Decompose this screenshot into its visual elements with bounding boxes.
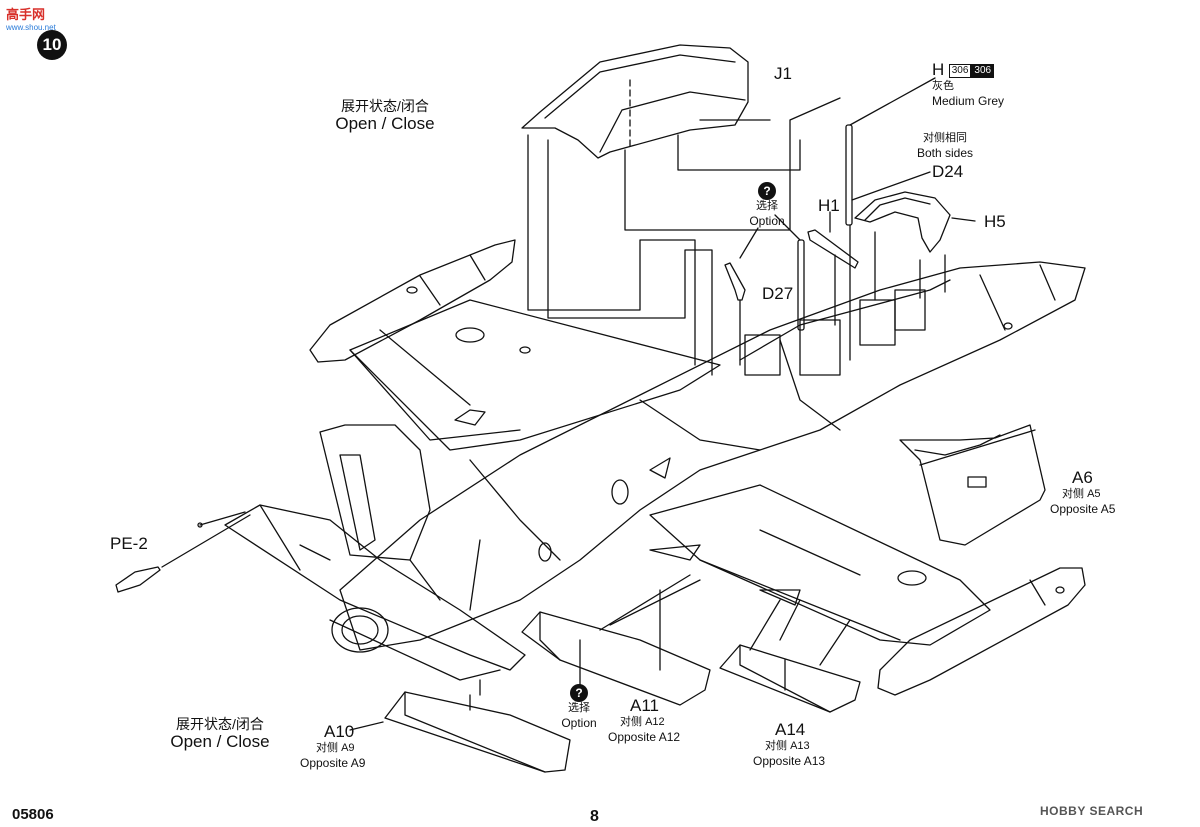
open-close-cn-top: 展开状态/闭合 [341,98,429,114]
vertical-fin [319,424,431,561]
guide-line-canopy-2 [547,139,713,376]
part-label-h: H [932,60,945,79]
opposite-cn-a10: 对侧 [316,742,338,754]
option-note-top: ? 选择 Option [745,182,789,229]
option-note-bottom: ? 选择 Option [557,684,601,731]
part-d27 [724,227,759,366]
part-h1 [807,211,859,326]
both-sides-note: 对侧相同 Both sides [905,132,985,161]
part-label-d24: D24 [932,162,964,181]
watermark-hobby-search: HOBBY SEARCH [1040,804,1144,818]
part-label-j1: J1 [774,64,792,83]
opposite-part-a13: A13 [790,740,810,752]
part-callout-a6: A6 对侧 A5 Opposite A5 [1050,468,1115,517]
watermark-logo: 高手网 www.shou.net [6,4,56,32]
paint-code-box-dark: 306 [971,63,995,78]
part-label-a10: A10 [324,722,355,741]
watermark-logo-text: 高手网 [6,7,46,22]
option-cn-bottom: 选择 [568,702,590,714]
open-close-en-bottom: Open / Close [170,732,270,751]
watermark-url: www.shou.net [6,23,56,32]
left-wing [349,299,721,451]
opposite-en-a14: Opposite A13 [753,754,826,768]
part-label-a6: A6 [1072,468,1093,487]
part-callout-a10: A10 对侧 A9 Opposite A9 [300,722,365,771]
horizontal-stabilizer [224,504,526,681]
open-close-note-top: 展开状态/闭合 Open / Close [320,98,450,134]
opposite-cn-a14: 对侧 [765,740,787,752]
flap-part-a11 [521,574,711,706]
opposite-en-a11: Opposite A12 [608,730,681,744]
part-label-h1: H1 [818,196,840,215]
guide-line-canopy [527,134,696,366]
paint-code-box: 306 [948,63,972,78]
product-code: 05806 [12,806,54,823]
part-label-pe2: PE-2 [110,534,148,553]
opposite-part-a5: A5 [1087,488,1101,500]
opposite-cn-a6: 对侧 [1062,488,1084,500]
part-pe2 [115,511,251,593]
question-mark-icon: ? [570,684,588,702]
left-tip-tank [309,239,516,363]
both-sides-cn: 对侧相同 [923,132,967,144]
part-label-h5: H5 [984,212,1006,231]
option-cn-top: 选择 [756,200,778,212]
option-en-top: Option [749,214,785,228]
opposite-cn-a11: 对侧 [620,716,642,728]
part-label-a14: A14 [775,720,806,739]
opposite-en-a10: Opposite A9 [300,756,366,770]
both-sides-en: Both sides [916,146,974,160]
page-number: 8 [590,808,599,825]
color-name-cn: 灰色 [932,80,954,92]
flap-part-a14 [719,599,861,713]
open-close-cn-bottom: 展开状态/闭合 [176,716,264,732]
color-name-en: Medium Grey [932,94,1005,108]
panel-part-a6 [899,424,1046,546]
part-callout-a11: A11 对侧 A12 Opposite A12 [608,696,680,745]
open-close-note-bottom: 展开状态/闭合 Open / Close [155,716,285,752]
part-label-a11: A11 [630,696,659,715]
part-label-d27: D27 [762,284,794,303]
opposite-part-a12: A12 [645,716,665,728]
open-close-en-top: Open / Close [335,114,435,133]
step-number-badge: 10 [37,30,67,60]
opposite-en-a6: Opposite A5 [1050,502,1116,516]
canopy-part-j1 [521,44,749,159]
part-callout-a14: A14 对侧 A13 Opposite A13 [753,720,825,769]
antenna-part-d24 [845,77,936,361]
fuselage [331,261,1086,653]
aileron-part-a10 [349,679,571,773]
question-mark-icon: ? [758,182,776,200]
rod-option [774,214,805,331]
windscreen-part-h5 [854,191,976,301]
right-wing [649,484,991,646]
right-tip-tank [877,567,1086,696]
opposite-part-a9: A9 [341,742,355,754]
guide-line-canopy-3 [624,97,841,231]
option-en-bottom: Option [561,716,597,730]
